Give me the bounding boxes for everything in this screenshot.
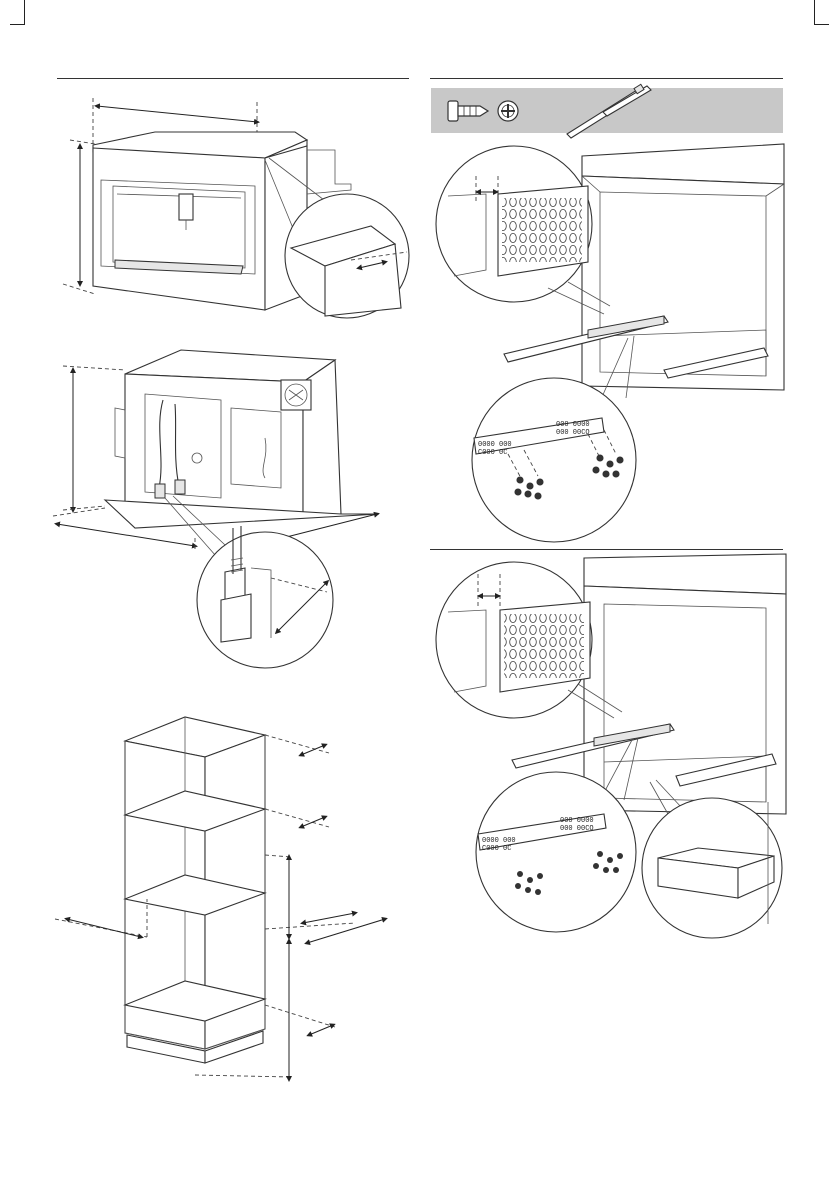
rail-marking-right-2b: 000 00CO <box>560 825 594 833</box>
detail-circle-power-plug <box>197 532 333 668</box>
niche-cabinet-figure <box>55 705 395 1085</box>
crop-mark-top-left <box>10 0 25 25</box>
rail-marking-left-2: C000 0C <box>478 449 507 457</box>
width-dimension-arrow <box>97 106 257 122</box>
niche-gap-arrow-2 <box>301 817 325 827</box>
rail-marking-right-1b: 000 0000 <box>560 817 594 825</box>
appliance-rear-figure <box>45 338 405 658</box>
rail-marking-right-2: 000 00CO <box>556 429 590 437</box>
niche-gap-arrow-3 <box>303 913 355 923</box>
rail-marking-left-2b: C000 0C <box>482 845 511 853</box>
rail-step-2-figure: 0000 000 C000 0C 000 0000 000 00CO <box>428 552 790 932</box>
rail-step-1-figure: 0000 000 C000 0C 000 0000 000 00CO <box>428 136 788 516</box>
section-rule-right-top <box>430 78 783 79</box>
section-rule-left-top <box>57 78 409 79</box>
rail-marking-left-1: 0000 000 <box>478 441 512 449</box>
niche-gap-arrow-4 <box>309 1025 333 1035</box>
section-rule-right-middle <box>430 549 783 550</box>
crop-mark-top-right <box>814 0 829 25</box>
appliance-front-figure <box>55 88 415 328</box>
niche-depth-arrow <box>307 919 385 943</box>
rail-marking-left-1b: 0000 000 <box>482 837 516 845</box>
detail-circle-rail-screws-1 <box>472 378 636 542</box>
niche-gap-arrow-1 <box>301 745 325 755</box>
screw-icon <box>446 98 490 124</box>
rail-marking-right-1: 000 0000 <box>556 421 590 429</box>
telescopic-rail-icon <box>563 82 653 142</box>
phillips-head-icon <box>496 99 520 123</box>
rear-width-dimension-arrow <box>57 524 195 546</box>
